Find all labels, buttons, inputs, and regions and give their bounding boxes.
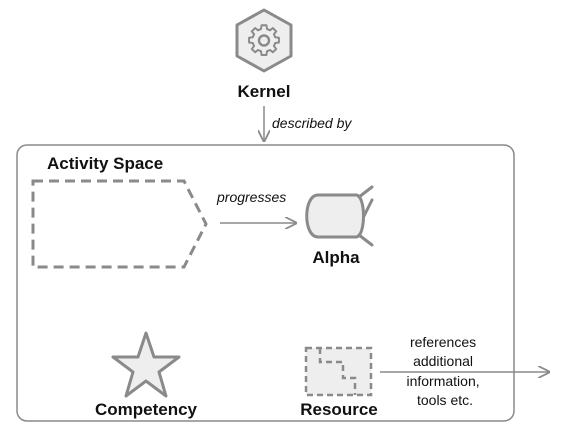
gear-icon [248, 24, 280, 56]
dashed-document-icon [304, 346, 373, 397]
kernel-node: Kernel [235, 8, 293, 101]
references-line-2: additional [413, 353, 473, 369]
references-label: references additional information, tools… [406, 334, 483, 408]
alpha-capsule-icon [305, 193, 365, 239]
alpha-label: Alpha [312, 248, 360, 267]
kernel-label: Kernel [238, 82, 291, 101]
references-line-3: information, [406, 373, 479, 389]
alpha-tail-icon [357, 185, 374, 247]
activity-space-label: Activity Space [47, 154, 163, 173]
competency-label: Competency [95, 400, 198, 419]
references-line-1: references [410, 334, 476, 350]
references-line-4: tools etc. [417, 392, 473, 408]
progresses-label: progresses [216, 189, 286, 205]
resource-node [304, 346, 373, 397]
resource-label: Resource [300, 400, 377, 419]
container-box [16, 144, 515, 422]
document-inner-path [318, 348, 357, 395]
star-icon [111, 331, 181, 398]
dashed-pentagon-icon [31, 179, 208, 269]
described-by-label: described by [272, 115, 352, 131]
